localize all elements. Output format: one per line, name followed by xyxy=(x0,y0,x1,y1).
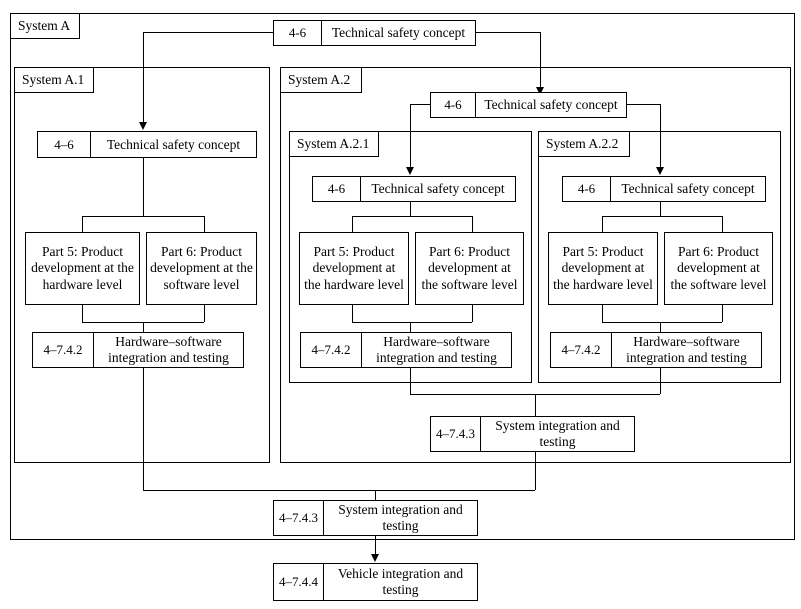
container-label-system-a22: System A.2.2 xyxy=(538,131,630,157)
node-tsc-a1-title: Technical safety concept xyxy=(106,136,241,152)
node-hwsw-a22-title: Hardware–software integration and testin… xyxy=(626,334,747,365)
node-sysint-a2-ref: 4–7.4.3 xyxy=(431,417,481,451)
node-tsc-a22-title: Technical safety concept xyxy=(621,181,755,197)
connector-a2-sysint-down xyxy=(535,452,536,490)
node-sysint-a2-title: System integration and testing xyxy=(495,418,620,449)
container-system-a22 xyxy=(538,131,781,383)
connector-a21-to-part5 xyxy=(352,216,353,232)
connector-a1-tsc-down xyxy=(143,158,144,216)
node-vehicle-integration[interactable]: 4–7.4.4 Vehicle integration and testing xyxy=(273,563,478,601)
connector-a1-merge-down xyxy=(143,322,144,332)
container-label-system-a2: System A.2 xyxy=(280,67,362,93)
connector-a1-to-part6 xyxy=(204,216,205,232)
arrow-a2-to-a22 xyxy=(656,167,664,175)
node-hwsw-a1-title: Hardware–software integration and testin… xyxy=(108,334,229,365)
node-tsc-a22-ref: 4-6 xyxy=(563,177,611,201)
connector-a2-merge-down xyxy=(535,394,536,416)
connector-a22-merge-horizontal xyxy=(602,322,722,323)
connector-a21-merge-horizontal xyxy=(352,322,472,323)
connector-a22-hwsw-down xyxy=(660,368,661,394)
node-hwsw-a21[interactable]: 4–7.4.2 Hardware–software integration an… xyxy=(300,332,512,368)
connector-a1-to-part5 xyxy=(82,216,83,232)
container-label-system-a1: System A.1 xyxy=(14,67,94,93)
connector-a-merge-horizontal xyxy=(143,490,535,491)
container-label-system-a21: System A.2.1 xyxy=(289,131,379,157)
connector-a22-part6-down xyxy=(722,305,723,322)
node-hwsw-a1-ref: 4–7.4.2 xyxy=(33,333,94,367)
connector-a1-hwsw-down xyxy=(143,368,144,490)
node-tsc-top[interactable]: 4-6 Technical safety concept xyxy=(273,20,476,46)
connector-a1-part5-down xyxy=(82,305,83,322)
arrow-a-to-vehicle xyxy=(371,554,379,562)
connector-a2-to-a22-vertical xyxy=(660,104,661,168)
connector-a21-part5-down xyxy=(352,305,353,322)
node-sysint-a-ref: 4–7.4.3 xyxy=(274,501,324,535)
connector-a21-merge-down xyxy=(410,322,411,332)
container-system-a1 xyxy=(14,67,270,463)
connector-a-to-vehicle xyxy=(375,536,376,555)
connector-a1-part6-down xyxy=(204,305,205,322)
node-tsc-a1[interactable]: 4–6 Technical safety concept xyxy=(37,131,257,158)
connector-a21-part6-down xyxy=(472,305,473,322)
container-system-a xyxy=(10,13,795,540)
connector-top-to-a1-horizontal xyxy=(143,32,274,33)
connector-a1-split-horizontal xyxy=(82,216,204,217)
arrow-top-to-a2 xyxy=(536,87,544,95)
node-hwsw-a21-title: Hardware–software integration and testin… xyxy=(376,334,497,365)
connector-a21-hwsw-down xyxy=(410,368,411,394)
node-sysint-a[interactable]: 4–7.4.3 System integration and testing xyxy=(273,500,478,536)
node-sysint-a2[interactable]: 4–7.4.3 System integration and testing xyxy=(430,416,635,452)
node-tsc-a21-title: Technical safety concept xyxy=(371,181,505,197)
connector-a22-to-part5 xyxy=(602,216,603,232)
node-tsc-a2-title: Technical safety concept xyxy=(484,97,618,113)
node-part6-a1[interactable]: Part 6: Product development at the softw… xyxy=(146,232,257,305)
connector-a2-to-a22-horizontal xyxy=(627,104,660,105)
node-tsc-top-title: Technical safety concept xyxy=(331,25,466,41)
node-tsc-a22[interactable]: 4-6 Technical safety concept xyxy=(562,176,766,202)
connector-a21-tsc-down xyxy=(410,202,411,216)
connector-top-to-a1-vertical xyxy=(143,32,144,123)
node-hwsw-a22[interactable]: 4–7.4.2 Hardware–software integration an… xyxy=(550,332,762,368)
node-hwsw-a21-ref: 4–7.4.2 xyxy=(301,333,362,367)
node-tsc-a21[interactable]: 4-6 Technical safety concept xyxy=(312,176,516,202)
connector-a2-to-a21-horizontal xyxy=(410,104,430,105)
node-tsc-a1-ref: 4–6 xyxy=(38,132,91,157)
connector-a22-tsc-down xyxy=(660,202,661,216)
arrow-top-to-a1 xyxy=(139,122,147,130)
connector-a2-to-a21-vertical xyxy=(410,104,411,168)
node-tsc-a21-ref: 4-6 xyxy=(313,177,361,201)
node-tsc-top-ref: 4-6 xyxy=(274,21,322,45)
connector-a22-split-horizontal xyxy=(602,216,722,217)
node-hwsw-a1[interactable]: 4–7.4.2 Hardware–software integration an… xyxy=(32,332,244,368)
arrow-a2-to-a21 xyxy=(406,167,414,175)
node-hwsw-a22-ref: 4–7.4.2 xyxy=(551,333,612,367)
node-vehicle-integration-title: Vehicle integration and testing xyxy=(337,566,464,597)
connector-a22-to-part6 xyxy=(722,216,723,232)
node-part6-a22[interactable]: Part 6: Product development at the softw… xyxy=(664,232,773,305)
node-part5-a1[interactable]: Part 5: Product development at the hardw… xyxy=(25,232,140,305)
connector-a-merge-down xyxy=(375,490,376,500)
node-vehicle-integration-ref: 4–7.4.4 xyxy=(274,564,324,600)
connector-top-to-a2-horizontal xyxy=(476,32,540,33)
connector-top-to-a2-vertical xyxy=(540,32,541,88)
node-sysint-a-title: System integration and testing xyxy=(338,502,463,533)
node-part5-a21[interactable]: Part 5: Product development at the hardw… xyxy=(299,232,409,305)
node-part5-a22[interactable]: Part 5: Product development at the hardw… xyxy=(548,232,658,305)
connector-a22-part5-down xyxy=(602,305,603,322)
container-label-system-a: System A xyxy=(10,13,80,39)
connector-a21-to-part6 xyxy=(472,216,473,232)
connector-a22-merge-down xyxy=(660,322,661,332)
node-tsc-a2[interactable]: 4-6 Technical safety concept xyxy=(430,92,627,118)
node-part6-a21[interactable]: Part 6: Product development at the softw… xyxy=(415,232,524,305)
node-tsc-a2-ref: 4-6 xyxy=(431,93,476,117)
connector-a21-split-horizontal xyxy=(352,216,472,217)
